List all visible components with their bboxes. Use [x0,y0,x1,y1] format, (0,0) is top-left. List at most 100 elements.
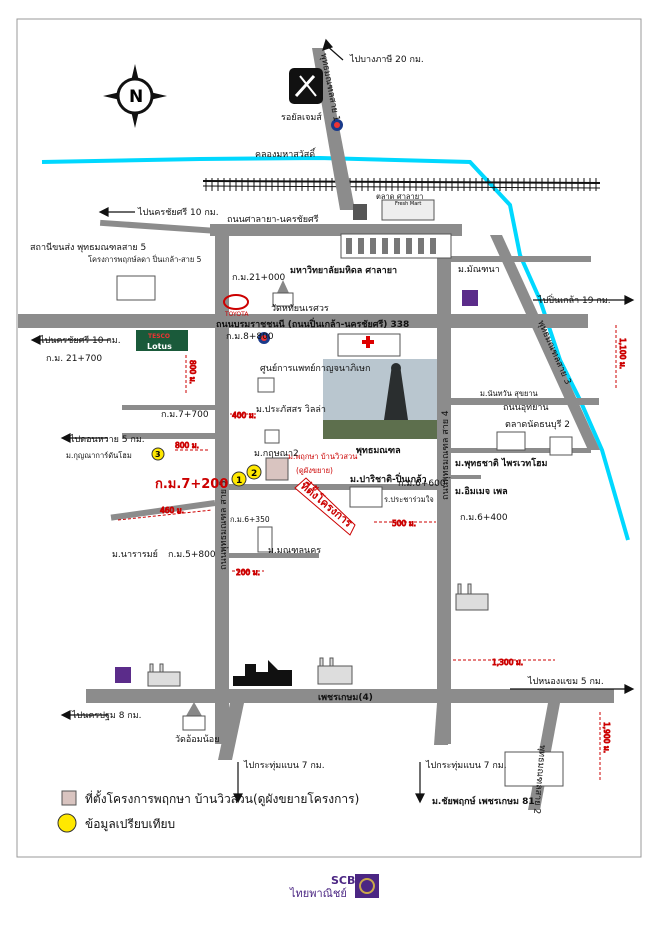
label-km8800: ก.ม.8+800 [226,332,274,342]
scb-bank-icon [115,290,478,683]
toyota-logo: TOYOTA [223,294,249,318]
legend-square-swatch [61,790,77,806]
label-to-donwai: ไปดอนหวาย 5 กม. [69,434,145,445]
legend-circle-swatch [57,813,77,833]
legend-square-text: ที่ตั้งโครงการพฤกษา บ้านวิวสวน(ดูผังขยาย… [85,790,359,807]
railway [202,178,601,191]
dist-400: 400 ม. [232,411,256,420]
royal-gems-label: รอยัลเจมส์ [281,111,322,123]
road-lower-left [218,703,244,760]
royal-gems-icon: รอยัลเจมส์ [281,68,323,123]
mahidol-building-icon [340,233,452,259]
scb-en: SCB [331,874,355,887]
road-phetkasem [86,689,614,703]
project-site: ที่ตั้งโครงการ ม.พฤกษา บ้านวิวสวน (ดูผัง… [265,452,357,536]
factory-icon [147,583,489,687]
scb-footer-logo: SCB ไทยพาณิชย์ [289,874,379,900]
map-frame [16,18,642,858]
label-sai4: ถนนพุทธมณฑล สาย 4 [441,410,451,500]
road-soi-right [229,484,437,490]
marker-1: 1 [236,476,242,486]
tesco-label: TESCO [148,333,170,340]
road-km7700 [122,405,215,410]
tesco-lotus-logo: TESCO Lotus [136,330,188,351]
label-kanyanan: ม.กุญณาการ์ดันโฮม [66,451,132,460]
road-sai3 [490,235,600,450]
label-sai5: ถนนพุทธมณฑล สาย 5 [219,480,229,570]
legend-circle-text: ข้อมูลเปรียบเทียบ [85,817,175,832]
label-wat-huai: วัดหทัยนเรศวร [271,304,329,314]
label-to-nongkhaem: ไปหนองแขม 5 กม. [527,676,604,687]
label-to-pinklao: ไปปิ่นเกล้า 19 กม. [537,293,611,306]
label-krathumbaen-right: ไปกระทุ่มแบน 7 กม. [425,760,507,771]
marker-2: 2 [251,469,257,479]
dist-460: 460 ม. [160,506,184,515]
market-label: ตลาด ศาลายา [376,192,423,201]
road-utthayan [451,398,599,405]
road-soi-left [110,500,216,521]
label-km6400: ก.ม.6+400 [460,513,508,523]
compass-letter: N [129,87,143,107]
road-nakhonchaisi-top [99,219,221,235]
label-medical: ศูนย์การแพทย์กาญจนาภิเษก [260,362,370,374]
label-sai3: พุทธมณฑลสาย 3 [535,319,572,386]
dist-1100: 1,100 ม. [618,338,627,369]
label-to-ncs-top: ไปนครชัยศรี 10 กม. [137,207,219,218]
comparison-markers: 1 2 3 [151,447,262,487]
label-pracha-ruam: ร.ประชาร่วมใจ [384,495,434,504]
label-montol: ม.มณฑลนคร [268,546,321,556]
label-phutthachat: ม.พุทธชาติ ไพรเวทโฮม [455,457,548,469]
temple-icon [182,280,294,731]
label-km5800: ก.ม.5+800 [168,550,216,560]
compass-icon: N [103,64,167,128]
skyline-icon [233,660,292,686]
label-to-ncs-mid: ไปนครชัยศรี 10 กม. [39,335,121,346]
label-wat-om-noi: วัดอ้อมน้อย [175,734,219,745]
canal: คลองมหาสวัสดิ์ [41,147,630,541]
lotus-label: Lotus [147,342,172,351]
dist-1300: 1,300 ม. [492,658,523,667]
label-km21000: ก.ม.21+000 [232,273,286,283]
label-km21700: ก.ม. 21+700 [46,354,102,364]
label-phetkasem: เพชรเกษม(4) [318,693,373,703]
landmark-labels: มหาวิทยาลัยมหิดล ศาลายา สถานีขนส่ง พุทธม… [30,242,570,807]
plots [116,275,573,787]
road-lower-mid [434,703,451,745]
road-sai4 [437,224,451,744]
dist-200: 200 ม. [236,568,260,577]
label-narat: ม.นารารมย์ [112,548,158,560]
marker-3: 3 [155,450,161,459]
gas-pin-icon [258,119,343,344]
label-salaya-road: ถนนศาลายา-นครชัยศรี [227,214,319,225]
label-km7700: ก.ม.7+700 [161,410,209,420]
label-borom: ถนนบรมราชชนนี (ถนนปิ่นเกล้า-นครชัยศรี) 3… [216,317,409,330]
dist-1900: 1,900 ม. [602,722,611,753]
fresh-mart-label: Fresh Mart [395,201,421,207]
scb-th: ไทยพาณิชย์ [289,887,347,900]
road-sai5 [215,224,229,744]
label-manthana: ม.มัณฑนา [458,265,500,275]
project-name-label: ม.พฤกษา บ้านวิวสวน [288,452,357,461]
label-km6350: ก.ม.6+350 [230,515,270,524]
label-pracha-pinklao: ม.ปาริชาติ-ปิ่นเกล้า [350,472,427,485]
market-building-icon: ตลาด ศาลายา Fresh Mart [353,192,435,221]
dist-500: 500 ม. [392,519,416,528]
road-soi-mid3 [451,475,481,479]
toyota-label: TOYOTA [224,311,249,318]
label-talad-nat: ตลาดนัดธนบุรี 2 [505,419,570,430]
dist-800v: 800 ม. [188,360,197,384]
buddha-park-image: พุทธมณฑล [323,359,437,456]
label-to-nakhonpathom: ไปนครปฐม 8 กม. [71,710,142,721]
label-km6600: ก.ม.6+600 [398,479,446,489]
road-right-spur [451,256,591,262]
label-km7200: ก.ม.7+200 [155,477,228,492]
expand-note-label: (ดูผังขยาย) [296,466,333,475]
label-krit2: ม.กฤษณา2 [254,449,299,459]
arrows [30,38,635,804]
label-mahidol: มหาวิทยาลัยมหิดล ศาลายา [290,265,397,276]
label-utthayan: ถนนอุทยาน [503,403,549,413]
label-bangphasi: ไปบางภาษี 20 กม. [349,54,424,65]
dist-800: 800 ม. [175,441,199,450]
label-chaiyaphruk: ม.ชัยพฤกษ์ เพชรเกษม 81 [432,795,535,807]
